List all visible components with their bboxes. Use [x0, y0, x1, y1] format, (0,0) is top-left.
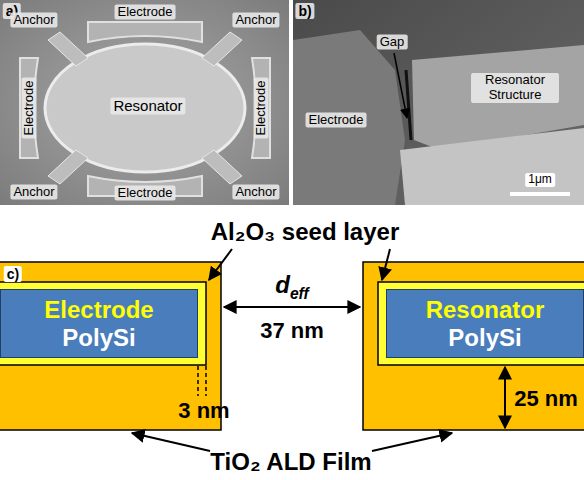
part-label: Electrode [254, 78, 269, 139]
anchor-beam [48, 150, 88, 184]
anchor-beam [202, 32, 242, 66]
panel-letter: b) [295, 3, 314, 19]
scale-bar [510, 192, 570, 196]
scale-label: 1μm [525, 173, 555, 187]
leader-arrow [209, 249, 232, 280]
part-label: Electrode [115, 5, 176, 20]
part-label: Anchor [10, 13, 57, 28]
part-label: Anchor [232, 185, 279, 200]
part-label: Anchor [232, 13, 279, 28]
block-title: Electrode [44, 296, 153, 324]
part-label: Anchor [10, 185, 57, 200]
block-title: Resonator [426, 296, 545, 324]
leader-line [394, 53, 407, 118]
resonator-sidewall [400, 128, 584, 205]
part-label: Resonator Structure [471, 73, 559, 103]
layer-label: TiO₂ ALD Film [210, 448, 371, 476]
electrode-block [88, 22, 202, 42]
leader-arrow [132, 433, 210, 451]
part-label: Electrode [22, 78, 37, 139]
panel-letter: c) [4, 266, 22, 282]
sem-background [293, 0, 584, 205]
material-name: PolySi [448, 324, 521, 352]
anchor-beam [202, 150, 242, 184]
dimension-label: 37 nm [260, 318, 324, 343]
dimension-arrow [504, 367, 506, 428]
part-label: Gap [377, 35, 408, 50]
anchor-beam [48, 32, 88, 66]
tio2-film [363, 262, 584, 430]
gap-line [406, 70, 411, 140]
leader-arrow [382, 249, 390, 280]
al2o3-seed-layer [0, 282, 206, 365]
dimension-line [197, 366, 199, 396]
leader-arrow [372, 433, 452, 451]
dimension-arrow [224, 306, 360, 308]
dimension-label: 3 nm [178, 398, 229, 423]
material-block: ElectrodePolySi [0, 289, 198, 358]
al2o3-seed-layer [378, 282, 584, 365]
part-label: Electrode [306, 113, 367, 128]
part-label: Resonator [110, 97, 185, 114]
electrode-block [20, 58, 38, 158]
electrode-cross-section [293, 30, 405, 205]
sem-background [0, 0, 289, 205]
dimension-label: 25 nm [514, 386, 578, 411]
dimension-label: deff [275, 271, 308, 303]
material-block: ResonatorPolySi [386, 289, 584, 358]
material-name: PolySi [62, 324, 135, 352]
layer-label: Al₂O₃ seed layer [211, 218, 400, 246]
part-label: Electrode [115, 186, 176, 201]
dimension-line [205, 366, 207, 396]
electrode-block [252, 58, 270, 158]
